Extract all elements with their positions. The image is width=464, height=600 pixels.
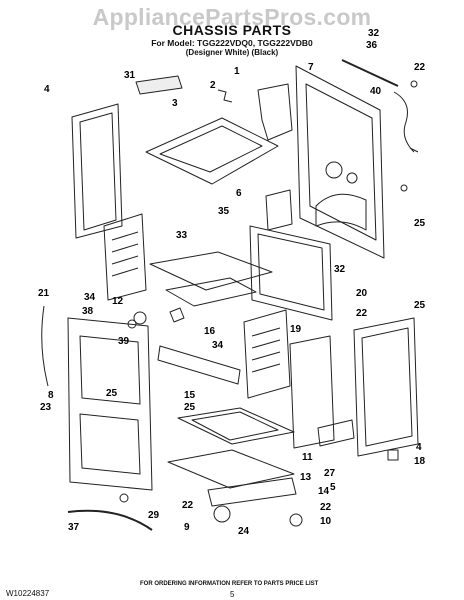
part-oven-bottom <box>149 251 273 291</box>
callout-38: 38 <box>82 306 94 317</box>
callout-14: 14 <box>318 486 330 497</box>
callout-12: 12 <box>112 296 124 307</box>
callout-36: 36 <box>366 40 378 51</box>
callout-22: 22 <box>182 500 194 511</box>
callout-32: 32 <box>334 264 346 275</box>
part-drawer <box>167 449 295 489</box>
part-clip <box>217 89 233 103</box>
callout-1: 1 <box>234 66 240 77</box>
callout-21: 21 <box>38 288 50 299</box>
part-broil-pan <box>177 407 295 445</box>
callout-23: 23 <box>40 402 52 413</box>
callout-18: 18 <box>414 456 426 467</box>
callout-29: 29 <box>148 510 160 521</box>
callout-22: 22 <box>414 62 426 73</box>
part-rack-support-left <box>103 213 147 301</box>
part-oven-liner-back <box>249 225 333 321</box>
callout-16: 16 <box>204 326 216 337</box>
callout-20: 20 <box>356 288 368 299</box>
part-side-panel-left <box>71 103 123 239</box>
callout-4: 4 <box>416 442 422 453</box>
model-line: For Model: TGG222VDQ0, TGG222VDB0 <box>151 38 313 48</box>
callout-10: 10 <box>320 516 332 527</box>
part-block <box>265 189 293 231</box>
callout-31: 31 <box>124 70 136 81</box>
part-front-frame <box>67 317 153 491</box>
watermark: AppliancePartsPros.com <box>92 4 372 30</box>
callout-13: 13 <box>300 472 312 483</box>
part-rail <box>157 345 241 385</box>
callout-40: 40 <box>370 86 382 97</box>
callout-15: 15 <box>184 390 196 401</box>
callout-25: 25 <box>414 300 426 311</box>
callout-25: 25 <box>184 402 196 413</box>
page-number: 5 <box>230 590 235 599</box>
callout-35: 35 <box>218 206 230 217</box>
part-side-panel-right <box>353 317 419 457</box>
document-number: W10224837 <box>6 589 50 598</box>
callout-3: 3 <box>172 98 178 109</box>
part-rack-support-right <box>243 309 291 399</box>
callout-25: 25 <box>106 388 118 399</box>
callout-34: 34 <box>212 340 224 351</box>
callout-8: 8 <box>48 390 54 401</box>
callout-24: 24 <box>238 526 250 537</box>
part-rod <box>341 59 399 87</box>
callout-32: 32 <box>368 28 380 39</box>
finish-line: (Designer White) (Black) <box>185 48 279 57</box>
callout-25: 25 <box>414 218 426 229</box>
part-cooktop <box>145 117 279 185</box>
part-rear-frame <box>295 65 385 259</box>
part-insulation-pad <box>135 75 183 95</box>
part-knob <box>133 311 147 325</box>
callout-27: 27 <box>324 468 336 479</box>
callout-33: 33 <box>176 230 188 241</box>
callout-5: 5 <box>330 482 336 493</box>
callout-39: 39 <box>118 336 130 347</box>
callout-37: 37 <box>68 522 80 533</box>
ordering-footer: FOR ORDERING INFORMATION REFER TO PARTS … <box>140 581 319 587</box>
callout-7: 7 <box>308 62 314 73</box>
callout-19: 19 <box>290 324 302 335</box>
callout-22: 22 <box>356 308 368 319</box>
callout-4: 4 <box>44 84 50 95</box>
callout-9: 9 <box>184 522 190 533</box>
callout-34: 34 <box>84 292 96 303</box>
callout-11: 11 <box>302 452 313 463</box>
part-wire-harness <box>393 91 419 153</box>
callout-2: 2 <box>210 80 216 91</box>
callout-6: 6 <box>236 188 242 199</box>
part-side-panel <box>289 335 335 449</box>
page-title: CHASSIS PARTS <box>172 22 292 38</box>
callout-22: 22 <box>320 502 332 513</box>
part-burner-box <box>257 83 293 141</box>
